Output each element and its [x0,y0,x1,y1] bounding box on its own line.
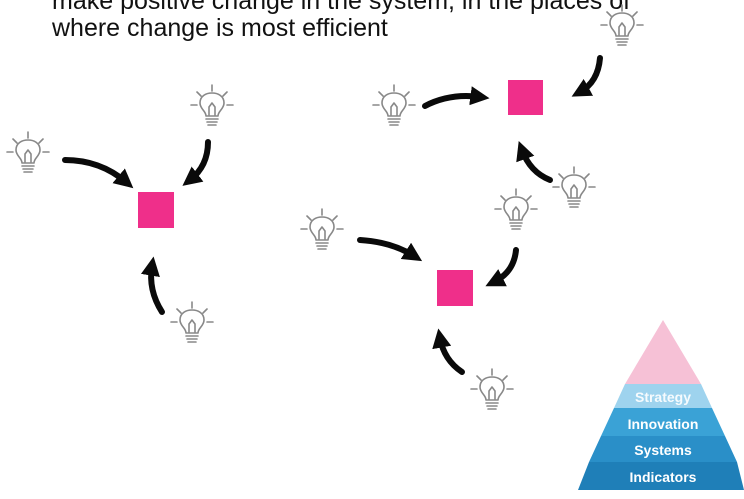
arrow [62,157,134,189]
lightbulb-icon [470,368,514,410]
pyramid-level-systems [589,436,737,462]
lightbulb-icon [494,188,538,230]
pyramid-label-indicators: Indicators [630,469,697,485]
pyramid-level-indicators [578,462,744,490]
lightbulb-icon [6,131,50,173]
lightbulb-icon [600,4,644,46]
pyramid-label-strategy: Strategy [635,389,691,405]
lightbulb-icon [190,84,234,126]
change-node-top [508,80,543,115]
pyramid: Strategy Innovation Systems Indicators [578,320,744,490]
caption-line-1: make positive change in the system, in t… [52,0,631,15]
pyramid-level-strategy [614,384,712,408]
caption: make positive change in the system, in t… [52,0,692,42]
pyramid-top [625,320,701,384]
arrow [571,55,603,97]
arrow [182,139,211,186]
arrow [422,86,490,109]
arrow [140,256,165,315]
lightbulb-icon [372,84,416,126]
caption-line-2: where change is most efficient [52,14,388,42]
change-node-bottom [437,270,473,306]
pyramid-level-innovation [601,408,725,436]
pyramid-label-systems: Systems [634,442,692,458]
arrow [516,140,553,183]
lightbulb-icon [300,208,344,250]
lightbulb-icon [170,301,214,343]
arrow [432,328,465,375]
pyramid-label-innovation: Innovation [628,416,699,432]
lightbulb-icon [552,166,596,208]
arrow [485,247,519,287]
arrow [357,237,423,262]
change-node-left [138,192,174,228]
